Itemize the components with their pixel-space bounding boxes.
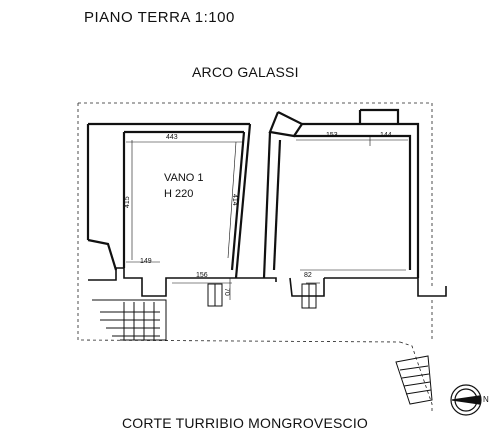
dimension-443: 443 xyxy=(166,134,178,141)
room-name: VANO 1 xyxy=(164,172,204,184)
dimension-156: 156 xyxy=(196,272,208,279)
room-height: H 220 xyxy=(164,188,194,200)
stairs-right xyxy=(395,355,433,405)
dimension-415: 415 xyxy=(124,196,131,208)
site-boundary xyxy=(77,102,433,414)
dimension-414: 414 xyxy=(231,194,238,206)
dimension-153: 153 xyxy=(326,132,338,139)
compass-north-label: N xyxy=(483,395,489,404)
left-room-dim-lines xyxy=(126,140,242,300)
left-room-walls xyxy=(86,122,252,279)
dimension-144: 144 xyxy=(380,132,392,139)
compass-icon xyxy=(450,384,482,416)
stairs-left xyxy=(92,299,167,341)
right-room-dim-lines xyxy=(296,136,408,284)
street-label-top: ARCO GALASSI xyxy=(192,64,299,80)
right-room-walls xyxy=(262,108,420,279)
page-title: PIANO TERRA 1:100 xyxy=(84,9,235,26)
left-room-bottom-wall xyxy=(88,267,447,297)
dimension-149: 149 xyxy=(140,258,152,265)
dimension-82: 82 xyxy=(304,272,312,279)
bottom-piers xyxy=(207,283,317,309)
dimension-70: 70 xyxy=(223,288,230,296)
street-label-bottom: CORTE TURRIBIO MONGROVESCIO xyxy=(122,415,369,431)
